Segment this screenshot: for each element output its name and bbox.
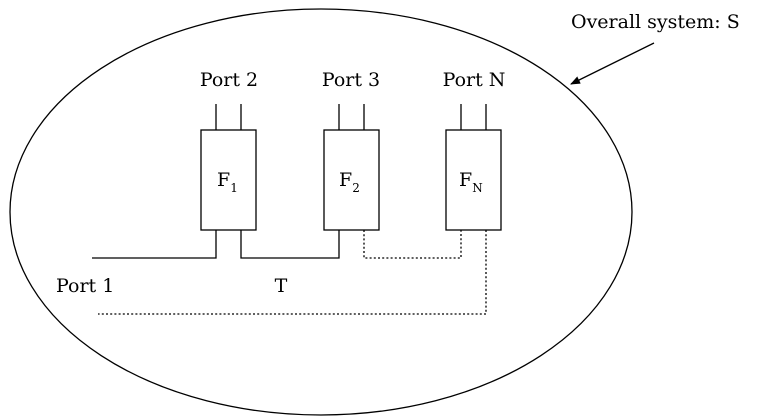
port-3-label: Port 3 (322, 69, 380, 91)
filter-f2-letter: F (339, 169, 352, 191)
filter-f1-label: F1 (217, 169, 238, 195)
system-boundary-ellipse (9, 8, 633, 416)
filter-f2-subscript: 2 (352, 181, 360, 195)
system-pointer-arrow (570, 42, 655, 85)
filter-f1-subscript: 1 (230, 181, 238, 195)
return-line-dotted (98, 230, 487, 315)
system-label: Overall system: S (571, 11, 740, 33)
transmission-line-solid (92, 230, 217, 259)
filter-fn-subscript: N (472, 181, 483, 195)
port-1-label: Port 1 (56, 275, 114, 297)
filter-f2-label: F2 (339, 169, 360, 195)
transmission-line-f1-to-f2 (240, 230, 340, 259)
transmission-line-dotted-f2-to-fn (363, 230, 462, 259)
filter-fn-letter: F (459, 169, 472, 191)
transmission-line-label: T (275, 275, 288, 297)
filter-fn: FN (445, 104, 502, 231)
filter-f2: F2 (323, 104, 380, 231)
port-n-label: Port N (443, 69, 506, 91)
filter-f1-letter: F (217, 169, 230, 191)
filter-f1: F1 (200, 104, 257, 231)
filter-fn-label: FN (459, 169, 483, 195)
port-2-label: Port 2 (200, 69, 258, 91)
